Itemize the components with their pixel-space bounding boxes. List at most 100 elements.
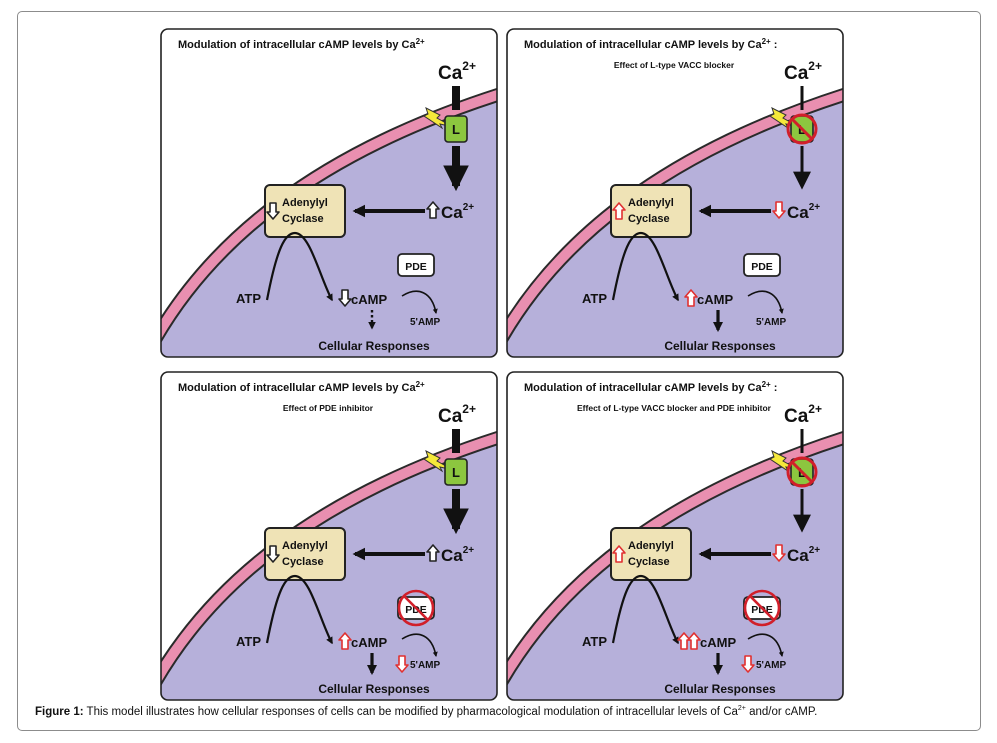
camp-to-amp-arrow: [401, 290, 438, 315]
panel-border: [506, 28, 844, 358]
ca-extracellular: Ca2+: [784, 59, 822, 84]
camp-change-arrow: [687, 632, 701, 650]
channel-block-slash: [790, 117, 814, 141]
channel-block-ring: [786, 456, 818, 488]
panel-svg: Modulation of intracellular cAMP levels …: [160, 28, 498, 358]
channel-label: L: [452, 465, 460, 480]
camp-to-amp-arrow: [747, 290, 784, 315]
panel-title: Modulation of intracellular cAMP levels …: [524, 37, 777, 51]
caption-label: Figure 1:: [35, 705, 84, 718]
caption-sup: 2+: [737, 705, 746, 712]
panel-vacc-and-pde: Modulation of intracellular cAMP levels …: [506, 371, 844, 701]
atp-to-camp-arrow: [611, 574, 679, 645]
ca-change-arrow: [426, 544, 440, 562]
atp-label: ATP: [582, 634, 607, 649]
adenylyl-label: Adenylyl: [282, 540, 328, 552]
panel-svg: Modulation of intracellular cAMP levels …: [506, 371, 844, 701]
pde-block-ring: [743, 589, 781, 627]
ca-in-sup: 2+: [809, 202, 821, 213]
panel-title-text: Modulation of intracellular cAMP levels …: [178, 382, 416, 394]
ca-sup: 2+: [462, 402, 476, 416]
camp-label: cAMP: [351, 292, 387, 307]
panel-border: [506, 371, 844, 701]
pde-label: PDE: [751, 261, 773, 273]
panel-subtitle: Effect of L-type VACC blocker and PDE in…: [577, 403, 772, 413]
panel-title-sup: 2+: [416, 37, 425, 46]
panel-subtitle: Effect of L-type VACC blocker: [614, 60, 735, 70]
camp-change-arrow: [684, 289, 698, 307]
ca-in-sup: 2+: [463, 545, 475, 556]
ca-extracellular: Ca2+: [438, 402, 476, 427]
panel-subtitle: Effect of PDE inhibitor: [283, 403, 374, 413]
adenylyl-cyclase-box: [264, 527, 346, 581]
ca-intracellular: Ca2+: [787, 545, 820, 565]
cyclase-label: Cyclase: [628, 213, 670, 225]
ac-change-arrow: [266, 202, 280, 220]
adenylyl-cyclase-box: [610, 527, 692, 581]
ca-in-label: Ca: [787, 203, 809, 222]
cyclase-label: Cyclase: [282, 213, 324, 225]
ca-change-arrow: [772, 201, 786, 219]
ca-change-arrow: [426, 201, 440, 219]
ca-intracellular: Ca2+: [441, 545, 474, 565]
panel-svg: Modulation of intracellular cAMP levels …: [506, 28, 844, 358]
pde-block-ring: [397, 589, 435, 627]
pde-block-slash: [749, 595, 775, 621]
channel-label: L: [452, 122, 460, 137]
ca-extracellular: Ca2+: [784, 402, 822, 427]
amp-change-arrow: [395, 655, 409, 673]
cellular-responses-label: Cellular Responses: [664, 682, 776, 696]
ca-label: Ca: [784, 406, 809, 427]
ac-change-arrow: [612, 545, 626, 563]
atp-to-camp-arrow: [265, 231, 333, 302]
camp-change-arrow: [338, 632, 352, 650]
cellular-responses-label: Cellular Responses: [318, 339, 430, 353]
panel-baseline: Modulation of intracellular cAMP levels …: [160, 28, 498, 358]
ca-in-sup: 2+: [809, 545, 821, 556]
ca-change-arrow: [772, 544, 786, 562]
ca-label: Ca: [438, 406, 463, 427]
panel-svg: Modulation of intracellular cAMP levels …: [160, 371, 498, 701]
adenylyl-cyclase-box: [610, 184, 692, 238]
cyclase-label: Cyclase: [628, 556, 670, 568]
amp-change-arrow: [741, 655, 755, 673]
panel-title: Modulation of intracellular cAMP levels …: [524, 380, 777, 394]
pde-box: [743, 253, 781, 277]
ac-change-arrow: [266, 545, 280, 563]
ca-in-sup: 2+: [463, 202, 475, 213]
channel-block-slash: [790, 460, 814, 484]
panel-border: [160, 371, 498, 701]
ca-in-label: Ca: [441, 203, 463, 222]
panel-title-sup: 2+: [762, 380, 771, 389]
ca-intracellular: Ca2+: [441, 202, 474, 222]
ca-intracellular: Ca2+: [787, 202, 820, 222]
atp-label: ATP: [236, 634, 261, 649]
cellular-responses-label: Cellular Responses: [664, 339, 776, 353]
ac-change-arrow: [612, 202, 626, 220]
camp-label: cAMP: [697, 292, 733, 307]
pde-box: [397, 253, 435, 277]
panel-vacc-blocker: Modulation of intracellular cAMP levels …: [506, 28, 844, 358]
ca-label: Ca: [784, 63, 809, 84]
l-type-channel: [444, 115, 468, 143]
atp-label: ATP: [582, 291, 607, 306]
adenylyl-label: Adenylyl: [628, 540, 674, 552]
camp-to-amp-arrow: [747, 633, 784, 658]
panel-pde-inhibitor: Modulation of intracellular cAMP levels …: [160, 371, 498, 701]
l-type-channel: [444, 458, 468, 486]
camp-label: cAMP: [700, 635, 736, 650]
ca-sup: 2+: [462, 59, 476, 73]
ca-sup: 2+: [808, 402, 822, 416]
cellular-responses-label: Cellular Responses: [318, 682, 430, 696]
amp-label: 5'AMP: [410, 317, 440, 328]
pde-block-slash: [403, 595, 429, 621]
camp-change-arrow: [338, 289, 352, 307]
panel-title-text: Modulation of intracellular cAMP levels …: [524, 382, 762, 394]
panel-title-colon: :: [771, 39, 778, 51]
amp-label: 5'AMP: [410, 660, 440, 671]
ca-extracellular: Ca2+: [438, 59, 476, 84]
atp-label: ATP: [236, 291, 261, 306]
pde-label: PDE: [405, 261, 427, 273]
caption-text-b: and/or cAMP.: [745, 705, 818, 718]
panel-title-sup: 2+: [762, 37, 771, 46]
